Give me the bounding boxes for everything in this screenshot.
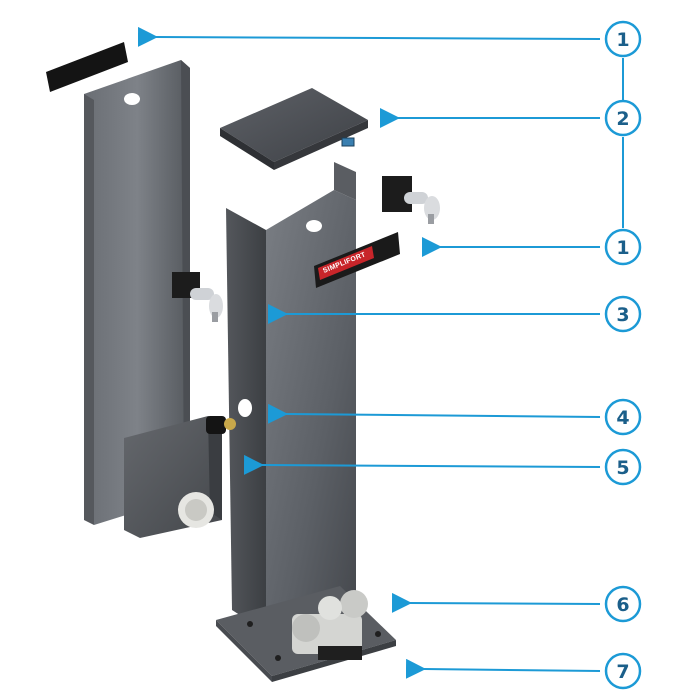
hinge-bracket-right <box>382 176 440 224</box>
callout-badge-1-top: 1 <box>604 20 642 58</box>
cable-glands <box>292 590 368 660</box>
svg-text:5: 5 <box>616 457 629 479</box>
main-column <box>226 162 356 632</box>
callout-badge-5: 5 <box>604 448 642 486</box>
svg-text:1: 1 <box>616 237 629 259</box>
svg-text:2: 2 <box>616 108 629 130</box>
callout-badge-2: 2 <box>604 99 642 137</box>
callout-badge-4: 4 <box>604 398 642 436</box>
callout-badge-6: 6 <box>604 585 642 623</box>
callout-badge-3: 3 <box>604 295 642 333</box>
hinge-bracket-left <box>172 272 223 322</box>
svg-text:3: 3 <box>616 304 629 326</box>
black-label-plate-left <box>46 42 128 92</box>
svg-text:7: 7 <box>616 661 629 683</box>
junction-box <box>124 416 236 538</box>
rear-panel <box>84 60 190 525</box>
svg-text:1: 1 <box>616 29 629 51</box>
callout-badge-1-lower: 1 <box>604 228 642 266</box>
svg-text:4: 4 <box>616 407 629 429</box>
svg-text:6: 6 <box>616 594 629 616</box>
top-lid <box>220 88 368 170</box>
callout-badge-7: 7 <box>604 652 642 690</box>
callout-arrows <box>137 26 624 679</box>
